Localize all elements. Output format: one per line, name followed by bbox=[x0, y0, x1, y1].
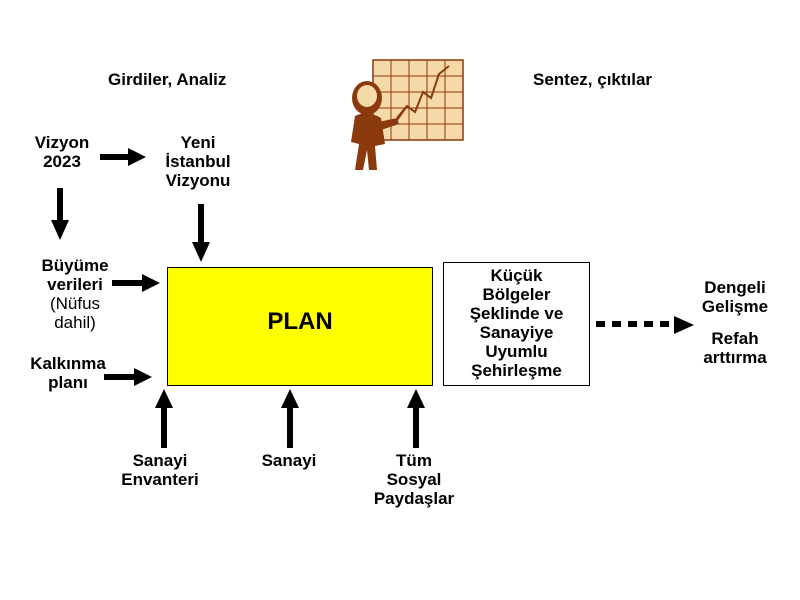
arrow-industry-to-plan bbox=[281, 389, 299, 448]
output-box: Küçük Bölgeler Şeklinde ve Sanayiye Uyum… bbox=[443, 262, 590, 386]
balanced-development-line-2: Gelişme bbox=[701, 297, 769, 316]
presenter-arm bbox=[379, 118, 399, 130]
arrow-istanbul-to-plan bbox=[192, 204, 210, 262]
outputs-heading: Sentez, çıktılar bbox=[533, 70, 653, 89]
welfare-label: Refah arttırma bbox=[690, 329, 780, 367]
balanced-development-line-1: Dengeli bbox=[704, 278, 766, 297]
output-line-2: Bölgeler bbox=[482, 285, 551, 304]
istanbul-vision-line-3: Vizyonu bbox=[165, 171, 231, 190]
welfare-line-2: arttırma bbox=[703, 348, 767, 367]
presenter-body bbox=[351, 113, 385, 170]
istanbul-vision-label: Yeni İstanbul Vizyonu bbox=[153, 133, 243, 190]
output-line-6: Şehirleşme bbox=[471, 361, 562, 380]
output-line-4: Sanayiye bbox=[479, 323, 554, 342]
development-plan-label: Kalkınma planı bbox=[16, 354, 120, 392]
output-line-5: Uyumlu bbox=[485, 342, 548, 361]
growth-data-line-1: Büyüme bbox=[41, 256, 109, 275]
development-plan-line-1: Kalkınma bbox=[30, 354, 106, 373]
istanbul-vision-line-2: İstanbul bbox=[165, 152, 231, 171]
plan-label: PLAN bbox=[267, 308, 333, 335]
growth-data-note-line-2: dahil) bbox=[54, 313, 96, 332]
inputs-heading: Girdiler, Analiz bbox=[108, 70, 227, 89]
arrow-growth-to-plan bbox=[112, 274, 160, 292]
industry-inventory-label: Sanayi Envanteri bbox=[110, 451, 210, 489]
output-text: Küçük Bölgeler Şeklinde ve Sanayiye Uyum… bbox=[444, 266, 589, 380]
growth-data-line-2: verileri bbox=[47, 275, 103, 294]
stakeholders-line-3: Paydaşlar bbox=[373, 489, 455, 508]
industry-label: Sanayi bbox=[261, 451, 317, 470]
growth-data-label: Büyüme verileri (Nüfus dahil) bbox=[22, 256, 128, 332]
output-line-1: Küçük bbox=[490, 266, 543, 285]
plan-box: PLAN bbox=[167, 267, 433, 386]
stakeholders-line-1: Tüm bbox=[396, 451, 432, 470]
stakeholders-line-2: Sosyal bbox=[386, 470, 442, 489]
vision-2023-label: Vizyon 2023 bbox=[20, 133, 104, 171]
industry-inventory-line-1: Sanayi bbox=[132, 451, 188, 470]
balanced-development-label: Dengeli Gelişme bbox=[690, 278, 780, 316]
arrow-vision-to-istanbul bbox=[100, 148, 146, 166]
welfare-line-1: Refah bbox=[711, 329, 759, 348]
arrow-output-to-results bbox=[596, 316, 694, 334]
istanbul-vision-line-1: Yeni bbox=[180, 133, 216, 152]
arrow-inventory-to-plan bbox=[155, 389, 173, 448]
arrow-development-to-plan bbox=[104, 368, 152, 386]
arrow-vision-to-growth bbox=[51, 188, 69, 240]
industry-inventory-line-2: Envanteri bbox=[121, 470, 199, 489]
presenter-clipart bbox=[351, 59, 464, 170]
output-line-3: Şeklinde ve bbox=[469, 304, 564, 323]
development-plan-line-2: planı bbox=[48, 373, 88, 392]
stakeholders-label: Tüm Sosyal Paydaşlar bbox=[360, 451, 468, 508]
growth-data-note-line-1: (Nüfus bbox=[49, 294, 101, 313]
arrow-stakeholders-to-plan bbox=[407, 389, 425, 448]
vision-2023-line-1: Vizyon bbox=[34, 133, 90, 152]
vision-2023-line-2: 2023 bbox=[43, 152, 81, 171]
